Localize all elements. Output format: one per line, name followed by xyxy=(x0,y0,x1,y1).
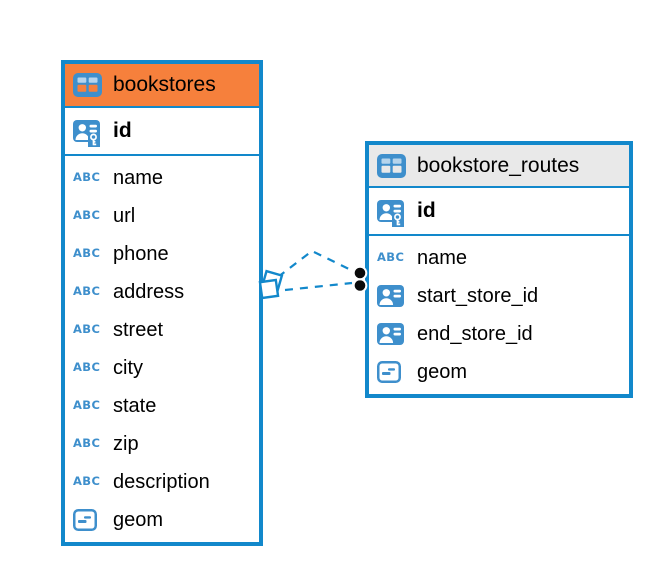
column-row[interactable]: ABC name xyxy=(65,159,259,197)
text-type-icon: ABC xyxy=(73,436,101,451)
foreign-key-type-icon xyxy=(377,285,407,307)
column-name: name xyxy=(113,166,164,189)
text-type-icon: ABC xyxy=(73,322,101,337)
column-name: end_store_id xyxy=(417,322,533,345)
text-type-icon: ABC xyxy=(73,360,101,375)
geometry-type-icon xyxy=(377,361,407,383)
column-row[interactable]: end_store_id xyxy=(369,315,629,353)
column-row[interactable]: ABC url xyxy=(65,197,259,235)
column-row-pk[interactable]: id xyxy=(65,108,259,156)
table-header[interactable]: bookstore_routes xyxy=(369,145,629,188)
column-name: id xyxy=(417,199,436,222)
table-header[interactable]: bookstores xyxy=(65,64,259,108)
primary-key-icon xyxy=(73,120,103,147)
table-title: bookstore_routes xyxy=(417,153,580,177)
table-title: bookstores xyxy=(113,73,216,96)
text-type-icon: ABC xyxy=(73,284,101,299)
column-row[interactable]: ABC address xyxy=(65,273,259,311)
column-name: phone xyxy=(113,242,169,265)
column-row-pk[interactable]: id xyxy=(369,188,629,236)
relationship-source-diamond-markers[interactable] xyxy=(258,269,284,300)
primary-key-icon xyxy=(377,200,407,227)
column-row[interactable]: start_store_id xyxy=(369,277,629,315)
table-icon xyxy=(377,153,407,178)
text-type-icon: ABC xyxy=(73,398,101,413)
column-list: ABC name start_store_id xyxy=(369,236,629,394)
foreign-key-type-icon xyxy=(377,323,407,345)
column-name: name xyxy=(417,246,468,269)
text-type-icon: ABC xyxy=(73,474,101,489)
column-name: description xyxy=(113,470,210,493)
relationship-line-start-store-id[interactable] xyxy=(277,249,354,278)
column-row[interactable]: geom xyxy=(65,501,259,539)
column-row[interactable]: ABC street xyxy=(65,311,259,349)
column-name: id xyxy=(113,119,132,142)
column-row[interactable]: ABC zip xyxy=(65,425,259,463)
column-name: street xyxy=(113,318,164,341)
column-name: city xyxy=(113,356,143,379)
column-row[interactable]: ABC description xyxy=(65,463,259,501)
column-name: geom xyxy=(417,360,468,383)
text-type-icon: ABC xyxy=(73,246,101,261)
column-list: ABC name ABC url ABC phone ABC address A… xyxy=(65,156,259,542)
table-bookstore-routes[interactable]: bookstore_routes id xyxy=(365,141,633,398)
column-row[interactable]: ABC state xyxy=(65,387,259,425)
text-type-icon: ABC xyxy=(377,250,405,265)
column-name: start_store_id xyxy=(417,284,539,307)
column-name: state xyxy=(113,394,157,417)
table-bookstores[interactable]: bookstores id A xyxy=(61,60,263,546)
table-icon xyxy=(73,73,103,97)
relationship-line-end-store-id[interactable] xyxy=(284,281,353,292)
column-row[interactable]: ABC city xyxy=(65,349,259,387)
text-type-icon: ABC xyxy=(73,208,101,223)
column-name: zip xyxy=(113,432,139,455)
column-name: url xyxy=(113,204,136,227)
column-row[interactable]: geom xyxy=(369,353,629,391)
column-row[interactable]: ABC name xyxy=(369,239,629,277)
column-name: geom xyxy=(113,508,164,531)
column-row[interactable]: ABC phone xyxy=(65,235,259,273)
column-name: address xyxy=(113,280,185,303)
geometry-type-icon xyxy=(73,509,103,531)
text-type-icon: ABC xyxy=(73,170,101,185)
